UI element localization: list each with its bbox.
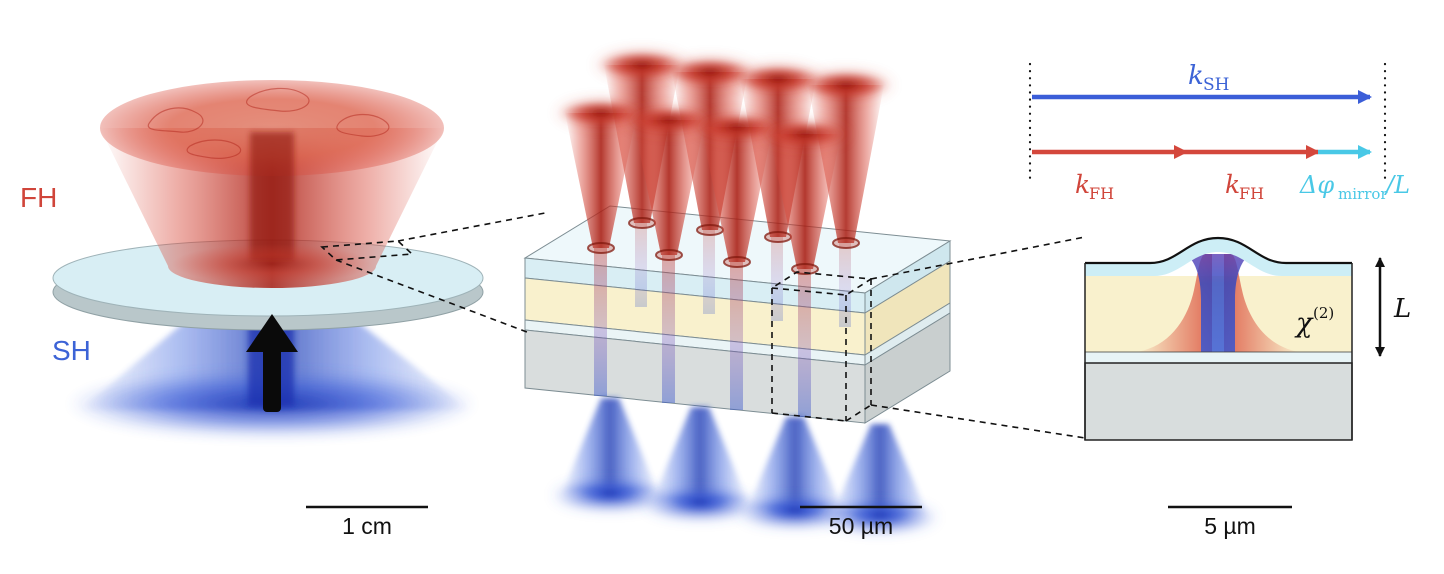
fh-beam-cone: [100, 80, 444, 288]
fh-flank-right: [1224, 254, 1300, 352]
fh-label: FH: [20, 182, 57, 213]
zoom-connectors: [335, 212, 1086, 439]
chi2-label: χ: [1294, 308, 1314, 339]
chi2-label-sup: (2): [1313, 304, 1334, 322]
scale-bar-middle: 50 µm: [800, 505, 922, 539]
ksh-label: k: [1188, 61, 1204, 91]
speckle-contours: [147, 87, 390, 159]
mirror-top-outline: [1085, 236, 1352, 265]
kfh1-label-sub: FH: [1089, 184, 1114, 203]
ksh-label-sub: SH: [1203, 75, 1229, 95]
spacer-layer: [1084, 351, 1353, 364]
sh-beam-core-xs: [1186, 254, 1250, 352]
scale-bar-label: 1 cm: [342, 513, 392, 539]
cross-section: χ (2) L 5 µm: [1084, 236, 1411, 539]
sh-label: SH: [52, 335, 91, 366]
middle-panel: 50 µm: [523, 48, 952, 539]
kfh2-label-sub: FH: [1239, 184, 1264, 203]
dphi-label-suffix: /L: [1384, 171, 1410, 199]
zoom-region-box-disk: [320, 240, 414, 261]
mirror-bump-layer: [1085, 238, 1352, 276]
fh-cone: [757, 118, 853, 275]
dphi-label-sub: mirror: [1338, 185, 1388, 203]
zoom-connector-line: [870, 404, 1086, 439]
kvector-diagram: k SH k FH k FH Δφ mirror /L: [1028, 61, 1410, 203]
substrate-right-face: [864, 312, 951, 424]
fh-beam-core: [250, 132, 294, 260]
scale-bar-right: 5 µm: [1168, 505, 1292, 539]
fh-flank-left: [1136, 254, 1212, 352]
fh-cone: [689, 111, 785, 268]
scale-bar-label: 50 µm: [829, 513, 893, 539]
kfh2-label: k: [1225, 170, 1240, 199]
internal-beams: [594, 223, 851, 417]
thickness-label: L: [1393, 294, 1411, 324]
sh-cone: [737, 417, 853, 528]
fh-cone-top: [100, 80, 444, 176]
scale-bar-label: 5 µm: [1204, 513, 1256, 539]
kfh1-label: k: [1075, 170, 1090, 199]
zoom-connector-line: [870, 236, 1086, 280]
zoom-connector-line: [335, 259, 528, 333]
arrow-shaft: [263, 348, 281, 412]
fh-footprint: [172, 244, 372, 284]
sh-beam-array: [552, 398, 938, 533]
arrow-head: [246, 314, 298, 352]
substrate-layer: [1084, 362, 1353, 441]
left-panel: FH SH 1 cm: [20, 80, 484, 539]
sh-cone: [822, 424, 938, 533]
zoom-connector-line: [397, 212, 546, 242]
sh-cone: [642, 407, 758, 520]
fh-beam-array-front: [553, 97, 853, 275]
sh-cone: [552, 398, 668, 511]
pump-up-arrow: [246, 314, 298, 412]
scale-bar-left: 1 cm: [306, 505, 428, 539]
dphi-label: Δφ: [1299, 171, 1334, 199]
